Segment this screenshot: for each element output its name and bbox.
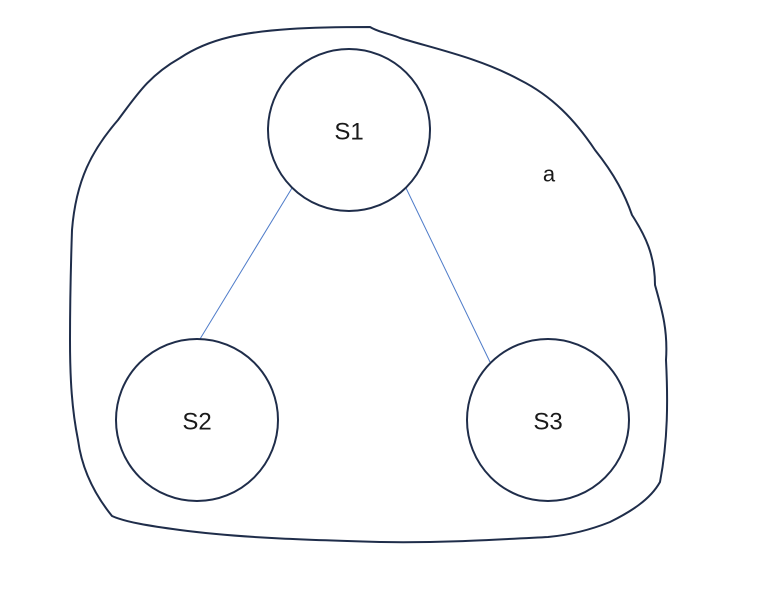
node-s1-label: S1 bbox=[334, 119, 363, 146]
node-s1: S1 bbox=[267, 48, 431, 212]
node-s3: S3 bbox=[466, 338, 630, 502]
node-s2-label: S2 bbox=[182, 409, 211, 436]
edge-s1-s2 bbox=[199, 187, 293, 340]
node-s1-circle bbox=[267, 48, 431, 212]
region-label: a bbox=[543, 162, 556, 187]
region-boundary bbox=[69, 26, 669, 544]
node-s3-label: S3 bbox=[533, 409, 562, 436]
node-s2-circle bbox=[115, 338, 279, 502]
node-s2: S2 bbox=[115, 338, 279, 502]
edge-s1-s3 bbox=[405, 187, 491, 363]
node-s3-circle bbox=[466, 338, 630, 502]
